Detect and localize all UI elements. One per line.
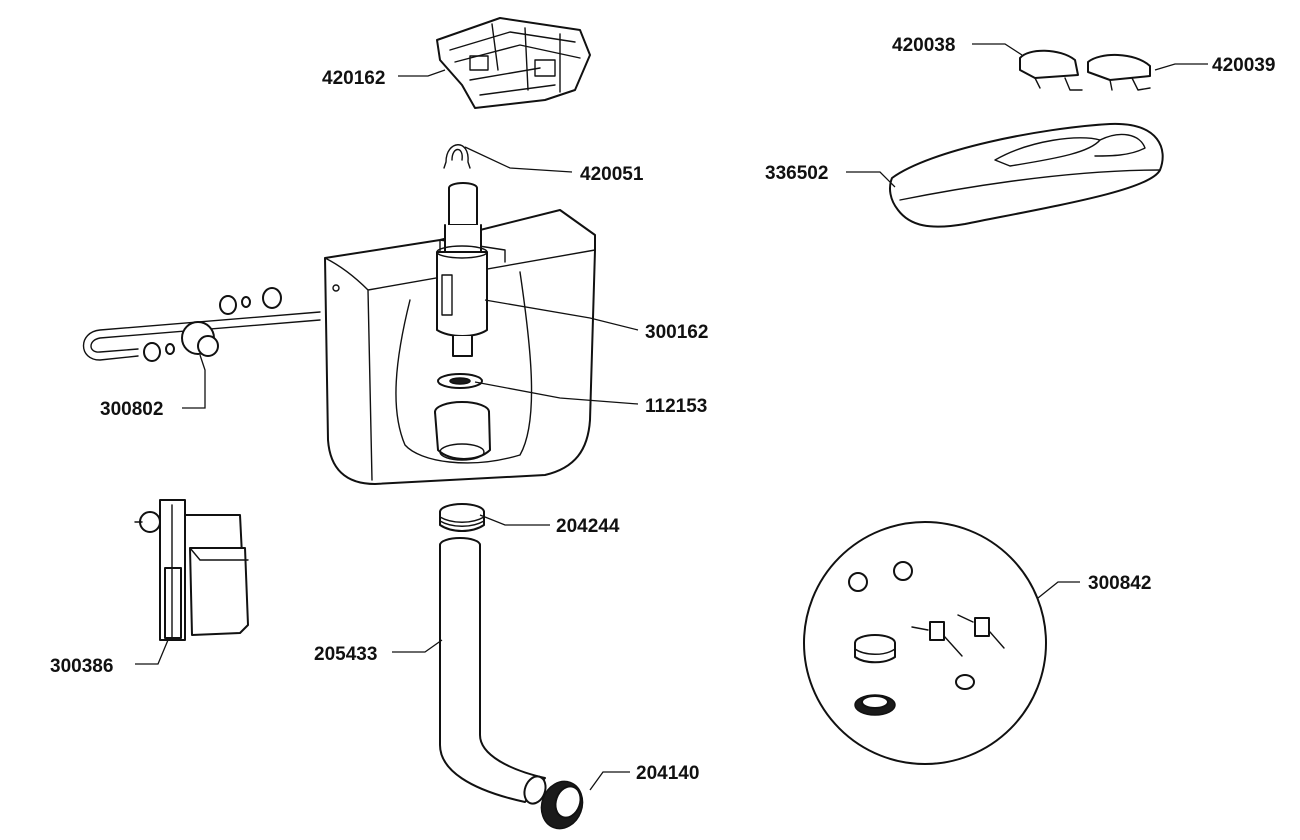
part-420051-clip: [443, 144, 471, 169]
label-420039: 420039: [1212, 55, 1275, 76]
label-420162: 420162: [322, 68, 385, 89]
drain-seat: [434, 401, 491, 461]
part-336502-cover-plate: [889, 122, 1164, 228]
part-300802-connector: [83, 287, 321, 362]
part-420162-frame: [436, 17, 591, 109]
label-300802: 300802: [100, 399, 163, 420]
part-204140-cone-seal: [540, 780, 584, 830]
leader-lines: [135, 43, 1208, 791]
part-300842-fixing-kit: [803, 521, 1047, 765]
label-300162: 300162: [645, 322, 708, 343]
label-204140: 204140: [636, 763, 699, 784]
label-300842: 300842: [1088, 573, 1151, 594]
part-205433-flush-pipe: [439, 537, 547, 805]
part-420039-button-right: [1087, 53, 1151, 91]
part-112153-washer: [437, 373, 483, 389]
label-112153: 112153: [645, 396, 707, 417]
label-204244: 204244: [556, 516, 620, 537]
label-420051: 420051: [580, 164, 644, 185]
label-336502: 336502: [765, 163, 828, 184]
label-420038: 420038: [892, 35, 955, 56]
part-204244-gasket: [439, 503, 485, 532]
part-300162-flush-valve: [436, 182, 488, 357]
label-205433: 205433: [314, 644, 377, 665]
part-420038-button-left: [1019, 49, 1083, 91]
label-300386: 300386: [50, 656, 113, 677]
part-300386-fill-valve: [134, 499, 249, 641]
